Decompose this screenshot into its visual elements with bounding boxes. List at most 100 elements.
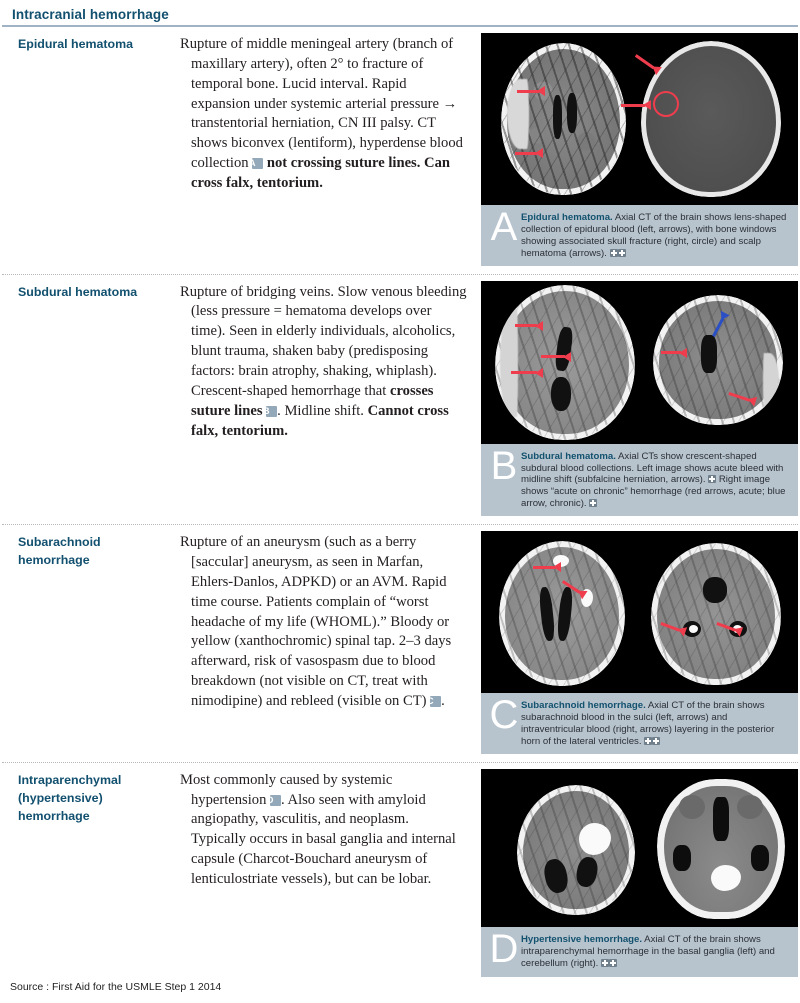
- inline-badge-b: B: [263, 405, 278, 417]
- figure-c: C Subarachnoid hemorrhage. Axial CT of t…: [481, 531, 798, 754]
- body-text-part: Most commonly caused by systemic hyperte…: [180, 771, 393, 808]
- figure-caption-text-b: Subdural hematoma. Axial CTs show cresce…: [521, 449, 790, 511]
- figure-letter-c: C: [489, 693, 519, 738]
- body-text-part: Rupture of an aneurysm (such as a berry …: [180, 534, 452, 709]
- image-source-icon[interactable]: [617, 248, 626, 257]
- row-body-intraparenchymal: Most commonly caused by systemic hyperte…: [174, 769, 481, 890]
- row-term-epidural: Epidural hematoma: [18, 37, 133, 51]
- page-header: Intracranial hemorrhage: [2, 0, 798, 27]
- ct-scan-d-right: [657, 778, 785, 919]
- intraventricular-blood: [733, 625, 742, 634]
- basal-ganglia-hemorrhage: [579, 822, 611, 855]
- row-term-intraparenchymal: Intraparenchymal (hypertensive) hemorrha…: [18, 772, 122, 823]
- body-text-part-bold: crosses suture lines: [191, 382, 434, 419]
- row-body-subarachnoid: Rupture of an aneurysm (such as a berry …: [174, 531, 481, 712]
- subarachnoid-blood-sulci: [581, 589, 593, 608]
- inline-badge-c: C: [427, 695, 442, 707]
- ct-scan-b-left: [495, 284, 635, 440]
- inline-badge-a: A: [249, 158, 264, 170]
- caption-title: Subdural hematoma.: [521, 450, 616, 462]
- caption-title: Epidural hematoma.: [521, 212, 613, 223]
- sulci-pattern: [517, 784, 635, 915]
- inline-badge-d: D: [267, 794, 282, 806]
- lateral-ventricle-right: [567, 93, 577, 133]
- body-text-part: . Also seen with amyloid angiopathy, vas…: [191, 791, 456, 887]
- brain-parenchyma: [657, 549, 775, 680]
- orbit-right: [737, 794, 763, 819]
- ct-scan-a-right: [641, 41, 781, 197]
- table-row: Subdural hematoma Rupture of bridging ve…: [2, 275, 798, 526]
- image-source-icon[interactable]: [644, 736, 653, 745]
- figure-b: B Subdural hematoma. Axial CTs show cres…: [481, 280, 798, 517]
- table-row: Epidural hematoma Rupture of middle meni…: [2, 27, 798, 275]
- image-source-icon[interactable]: [589, 499, 598, 508]
- ct-scan-b-right: [653, 294, 783, 425]
- body-text-part: Rupture of middle meningeal artery (bran…: [180, 36, 463, 172]
- image-source-icon[interactable]: [600, 958, 609, 967]
- sulci-pattern: [651, 543, 781, 686]
- figure-caption-text-a: Epidural hematoma. Axial CT of the brain…: [521, 210, 790, 260]
- ct-images-d: [481, 768, 798, 927]
- orbit-left: [679, 794, 705, 819]
- body-text-part: . Midline shift.: [277, 402, 368, 419]
- lateral-ventricle-left: [553, 95, 562, 139]
- image-source-icon[interactable]: [608, 958, 617, 967]
- ct-scan-c-right: [651, 543, 781, 686]
- image-source-icon[interactable]: [609, 248, 618, 257]
- figure-caption-c: C Subarachnoid hemorrhage. Axial CT of t…: [481, 693, 798, 754]
- table-row: Intraparenchymal (hypertensive) hemorrha…: [2, 763, 798, 985]
- sulci-pattern: [653, 294, 783, 425]
- figure-a: A Epidural hematoma. Axial CT of the bra…: [481, 33, 798, 266]
- row-term-subdural: Subdural hematoma: [18, 284, 138, 299]
- figure-panel-c: C Subarachnoid hemorrhage. Axial CT of t…: [481, 531, 798, 754]
- figure-d: D Hypertensive hemorrhage. Axial CT of t…: [481, 768, 798, 977]
- figure-panel-a: A Epidural hematoma. Axial CT of the bra…: [481, 33, 798, 266]
- body-text-part: Rupture of bridging veins. Slow venous b…: [180, 283, 467, 399]
- brain-parenchyma-bone-window: [646, 46, 776, 192]
- hemorrhage-table: Epidural hematoma Rupture of middle meni…: [2, 27, 798, 985]
- image-source-icon[interactable]: [708, 475, 717, 484]
- caption-title: Subarachnoid hemorrhage.: [521, 700, 646, 712]
- figure-letter-b: B: [490, 443, 518, 488]
- body-text-part-bold: not crossing suture lines. Can cross fal…: [191, 155, 450, 191]
- caption-title: Hypertensive hemorrhage.: [521, 933, 643, 945]
- figure-panel-d: D Hypertensive hemorrhage. Axial CT of t…: [481, 768, 798, 977]
- figure-caption-b: B Subdural hematoma. Axial CTs show cres…: [481, 443, 798, 517]
- body-text-part: .: [441, 692, 445, 709]
- row-body-subdural: Rupture of bridging veins. Slow venous b…: [174, 281, 481, 442]
- lateral-ventricle: [701, 334, 717, 373]
- chronic-subdural-lesion: [763, 352, 779, 409]
- ct-images-a: [481, 33, 798, 205]
- figure-letter-d: D: [489, 926, 519, 971]
- ct-images-c: [481, 531, 798, 694]
- third-ventricle: [703, 577, 727, 604]
- temporal-air: [673, 844, 691, 871]
- figure-caption-d: D Hypertensive hemorrhage. Axial CT of t…: [481, 926, 798, 977]
- figure-caption-text-c: Subarachnoid hemorrhage. Axial CT of the…: [521, 698, 790, 748]
- figure-panel-b: B Subdural hematoma. Axial CTs show cres…: [481, 280, 798, 517]
- image-source-icon[interactable]: [652, 736, 661, 745]
- row-body-epidural: Rupture of middle meningeal artery (bran…: [174, 33, 481, 194]
- caption-body: Axial CT of the brain shows intraparench…: [521, 933, 775, 969]
- caption-body: Axial CT of the brain shows subarachnoid…: [521, 700, 775, 747]
- source-attribution: Source : First Aid for the USMLE Step 1 …: [10, 981, 222, 993]
- ct-scan-a-left: [501, 43, 626, 195]
- body-text-part-bold: Cannot cross falx, tentorium.: [191, 402, 449, 439]
- fracture-circle-marker: [653, 91, 679, 117]
- ct-scan-c-left: [499, 541, 625, 687]
- caption-body: Axial CTs show crescent-shaped subdural …: [521, 450, 784, 486]
- temporal-air: [751, 844, 769, 871]
- brain-parenchyma: [523, 790, 629, 909]
- row-term-subarachnoid: Subarachnoid hemorrhage: [18, 535, 101, 568]
- figure-letter-a: A: [490, 205, 518, 249]
- table-row: Subarachnoid hemorrhage Rupture of an an…: [2, 525, 798, 763]
- caption-body: Axial CT of the brain shows lens-shaped …: [521, 212, 787, 259]
- figure-caption-a: A Epidural hematoma. Axial CT of the bra…: [481, 205, 798, 266]
- intraventricular-blood: [689, 625, 698, 634]
- lateral-ventricle-posterior: [551, 376, 571, 411]
- epidural-lens-lesion: [507, 79, 529, 149]
- ct-images-b: [481, 280, 798, 444]
- figure-caption-text-d: Hypertensive hemorrhage. Axial CT of the…: [521, 932, 790, 970]
- sinus-air: [713, 796, 729, 841]
- page-title: Intracranial hemorrhage: [12, 7, 169, 22]
